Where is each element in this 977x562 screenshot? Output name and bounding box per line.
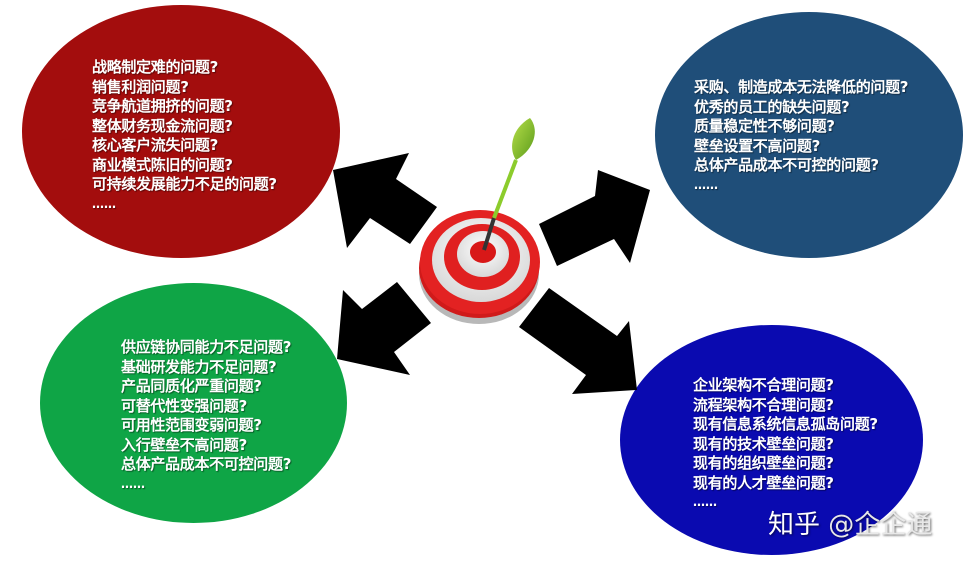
issue-item: 优秀的员工的缺失问题? <box>694 97 850 116</box>
ellipse-top-right <box>655 12 963 258</box>
issue-item: 总体产品成本不可控的问题? <box>694 156 879 174</box>
arrow-up-left-icon <box>333 153 437 248</box>
ellipsis: …… <box>92 196 116 211</box>
ellipse-bottom-right <box>620 325 923 555</box>
issue-item: 壁垒设置不高问题? <box>694 136 821 155</box>
watermark: 知乎 @企企通 <box>768 504 932 541</box>
issue-item: 核心客户流失问题? <box>92 136 219 154</box>
watermark-site: 知乎 <box>768 510 821 540</box>
issue-item: 产品同质化严重问题? <box>121 377 262 395</box>
issue-item: 企业架构不合理问题? <box>693 376 834 394</box>
issue-item: 现有的技术壁垒问题? <box>693 434 834 453</box>
issue-item: 现有的组织壁垒问题? <box>693 454 834 472</box>
issue-item: 质量稳定性不够问题? <box>694 117 835 135</box>
issue-item: 竞争航道拥挤的问题? <box>92 97 233 115</box>
issue-item: 现有信息系统信息孤岛问题? <box>693 415 878 433</box>
bottom-right-issue-list: 企业架构不合理问题? 流程架构不合理问题? 现有信息系统信息孤岛问题? 现有的技… <box>693 376 878 513</box>
ellipse-top-left <box>22 5 340 258</box>
ellipse-bottom-left <box>40 283 347 523</box>
issue-item: 现有的人才壁垒问题? <box>693 473 834 492</box>
dartboard-target-icon <box>419 210 540 324</box>
issue-item: 商业模式陈旧的问题? <box>92 155 233 174</box>
ellipsis: …… <box>693 495 717 509</box>
arrow-down-left-icon <box>337 282 431 375</box>
issue-item: 可用性范围变弱问题? <box>121 416 262 434</box>
issue-item: 入行壁垒不高问题? <box>121 435 248 454</box>
issue-item: 采购、制造成本无法降低的问题? <box>694 78 909 96</box>
issue-item: 战略制定难的问题? <box>92 58 219 76</box>
bottom-left-issue-list: 供应链协同能力不足问题? 基础研发能力不足问题? 产品同质化严重问题? 可替代性… <box>121 338 291 494</box>
issue-item: 整体财务现金流问题? <box>92 116 233 135</box>
ellipsis: …… <box>121 476 145 491</box>
top-left-issue-list: 战略制定难的问题? 销售利润问题? 竞争航道拥挤的问题? 整体财务现金流问题? … <box>92 58 277 214</box>
issue-item: 可持续发展能力不足的问题? <box>92 175 277 193</box>
issue-item: 可替代性变强问题? <box>121 396 248 415</box>
issue-item: 基础研发能力不足问题? <box>121 357 277 376</box>
top-right-issue-list: 采购、制造成本无法降低的问题? 优秀的员工的缺失问题? 质量稳定性不够问题? 壁… <box>694 78 909 195</box>
issue-item: 供应链协同能力不足问题? <box>121 338 292 356</box>
arrow-up-right-icon <box>539 170 650 266</box>
issue-item: 流程架构不合理问题? <box>693 395 834 414</box>
watermark-handle: @企企通 <box>828 510 933 540</box>
dart-icon <box>482 118 535 251</box>
issue-item: 销售利润问题? <box>92 77 189 96</box>
issue-item: 总体产品成本不可控问题? <box>121 455 292 473</box>
ellipsis: …… <box>694 177 718 192</box>
arrow-down-right-icon <box>519 288 637 394</box>
